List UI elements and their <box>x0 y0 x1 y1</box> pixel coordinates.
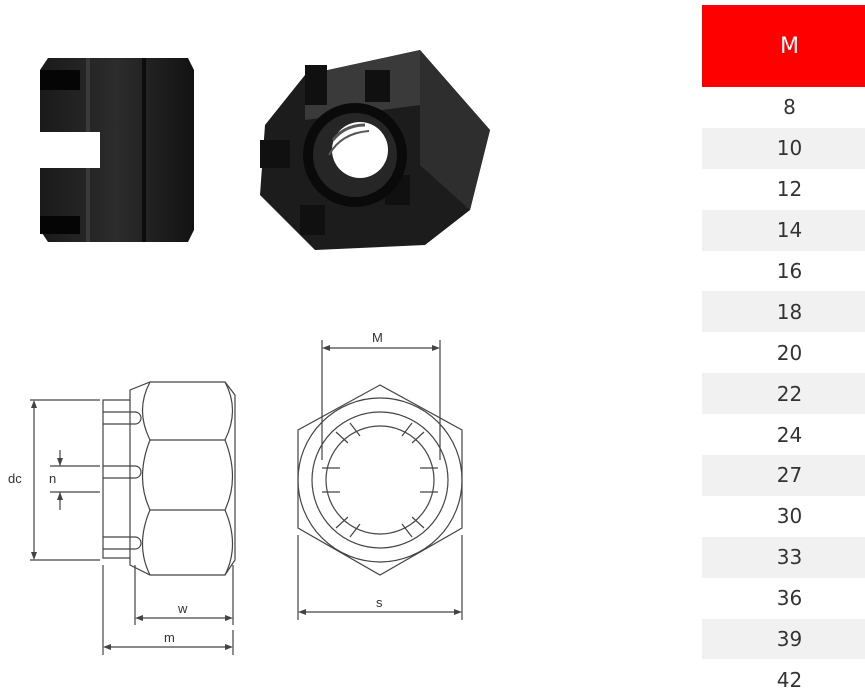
table-row: 39 <box>702 618 865 660</box>
table-row: 24 <box>776 422 803 447</box>
dim-label-m: m <box>164 630 175 645</box>
table-row: 14 <box>702 209 865 251</box>
table-row: 30 <box>776 504 803 529</box>
castle-nut-side-photo <box>38 50 198 250</box>
table-row: 33 <box>702 536 865 578</box>
table-row: 20 <box>776 340 803 365</box>
size-table: M 8 10 12 14 16 18 20 22 24 27 30 33 36 … <box>702 5 865 700</box>
table-row: 10 <box>702 127 865 169</box>
table-row: 22 <box>702 373 865 415</box>
dim-label-dc: dc <box>8 471 22 486</box>
size-table-body: 8 10 12 14 16 18 20 22 24 27 30 33 36 39… <box>702 87 865 700</box>
table-row: 27 <box>702 455 865 496</box>
technical-drawing: dc n w m M s <box>0 320 480 660</box>
table-row: 18 <box>702 291 865 333</box>
table-row: 42 <box>776 667 803 692</box>
table-row: 12 <box>776 177 803 202</box>
table-row: 16 <box>776 259 803 283</box>
dim-label-n: n <box>49 471 56 486</box>
size-table-header: M <box>702 5 865 87</box>
dim-label-s: s <box>376 595 383 610</box>
dim-label-M: M <box>372 330 383 345</box>
table-row: 36 <box>776 586 803 611</box>
table-row: 8 <box>783 95 796 120</box>
dim-label-w: w <box>177 601 188 616</box>
castle-nut-angled-photo <box>245 45 495 255</box>
